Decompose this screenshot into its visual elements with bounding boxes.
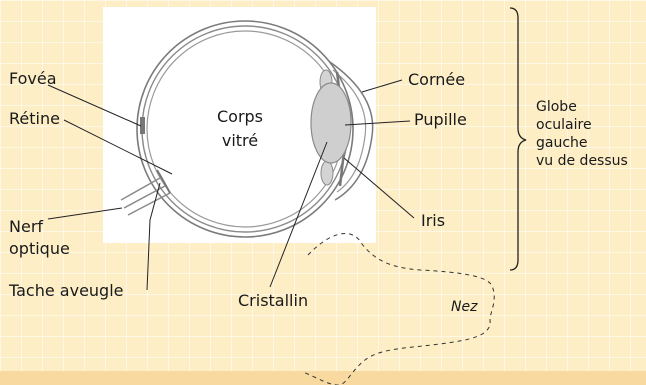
cristallin-pointer xyxy=(270,142,327,287)
pupille-pointer xyxy=(345,121,410,125)
right-brace xyxy=(510,8,526,270)
cornee-pointer xyxy=(362,80,402,92)
label-retine: Rétine xyxy=(9,110,60,128)
optic-nerve xyxy=(121,178,170,215)
caption-line-2: oculaire xyxy=(536,116,592,134)
label-cristallin: Cristallin xyxy=(238,292,308,310)
ciliary-lower xyxy=(321,161,333,185)
fovea-pointer xyxy=(48,85,141,126)
nerf-pointer xyxy=(48,208,122,219)
label-optique: optique xyxy=(9,240,70,258)
caption-line-4: vu de dessus xyxy=(536,152,628,170)
label-vitre: vitré xyxy=(200,132,280,150)
caption-line-3: gauche xyxy=(536,134,588,152)
iris-pointer xyxy=(344,158,414,218)
label-pupille: Pupille xyxy=(414,111,467,129)
label-cornee: Cornée xyxy=(408,71,465,89)
label-corps: Corps xyxy=(200,108,280,126)
label-nez: Nez xyxy=(451,298,477,316)
retine-pointer xyxy=(64,120,172,174)
lens xyxy=(311,83,351,163)
label-nerf: Nerf xyxy=(9,218,43,236)
caption-line-1: Globe xyxy=(536,98,577,116)
label-fovea: Fovéa xyxy=(9,70,57,88)
label-iris: Iris xyxy=(421,212,445,230)
label-tache-aveugle: Tache aveugle xyxy=(9,282,124,300)
